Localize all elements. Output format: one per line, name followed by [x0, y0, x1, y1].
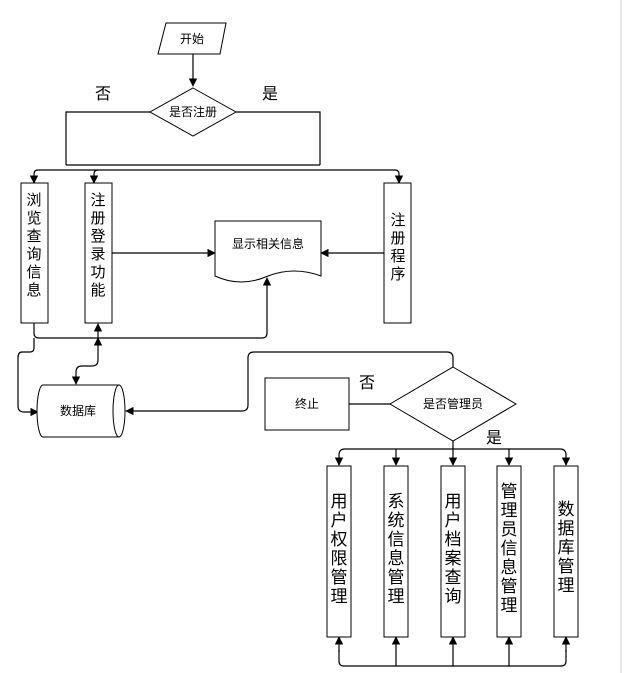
user-perm-node: 用户权限管理	[326, 465, 352, 638]
edge-browse-to-database	[17, 338, 39, 417]
register-decision: 是否注册	[148, 87, 238, 137]
user-archive-label: 用户档案查询	[445, 492, 462, 607]
database-node: 数据库	[36, 384, 126, 438]
login-label: 注册登录功能	[90, 191, 105, 299]
user-perm-label: 用户权限管理	[331, 492, 348, 607]
user-archive-node: 用户档案查询	[440, 465, 466, 638]
database-label: 数据库	[60, 403, 96, 418]
admin-decision: 是否管理员	[389, 366, 517, 442]
start-label: 开始	[180, 32, 204, 46]
start-node: 开始	[157, 22, 227, 55]
edges	[17, 54, 571, 667]
display-label: 显示相关信息	[232, 236, 304, 251]
end-node: 终止	[264, 377, 350, 431]
admin-decision-label: 是否管理员	[423, 396, 483, 411]
edge-to-login	[89, 169, 99, 184]
register-yes-label: 是	[262, 84, 278, 103]
browse-label: 浏览查询信息	[26, 191, 41, 299]
login-node: 注册登录功能	[84, 182, 113, 324]
db-manage-label: 数据库管理	[558, 500, 575, 596]
edge-loop-to-display	[33, 277, 272, 339]
edge-admin-to-database	[125, 351, 454, 416]
register-decision-label: 是否注册	[169, 104, 217, 119]
sys-info-node: 系统信息管理	[383, 465, 409, 638]
end-label: 终止	[295, 396, 319, 411]
browse-node: 浏览查询信息	[20, 182, 49, 324]
edge-register-yes	[236, 111, 321, 165]
edge-register-no	[65, 111, 150, 165]
display-node: 显示相关信息	[214, 220, 322, 283]
edge-login-database	[71, 337, 103, 385]
register-proc-node: 注册程序	[383, 182, 412, 324]
admin-info-label: 管理员信息管理	[501, 482, 518, 616]
db-manage-node: 数据库管理	[553, 465, 579, 638]
register-no-label: 否	[95, 84, 111, 103]
edge-distribution-top	[33, 169, 400, 183]
admin-info-node: 管理员信息管理	[496, 465, 522, 638]
admin-no-label: 否	[359, 373, 375, 392]
register-proc-label: 注册程序	[390, 211, 405, 283]
admin-yes-label: 是	[486, 428, 502, 447]
sys-info-label: 系统信息管理	[388, 492, 405, 607]
